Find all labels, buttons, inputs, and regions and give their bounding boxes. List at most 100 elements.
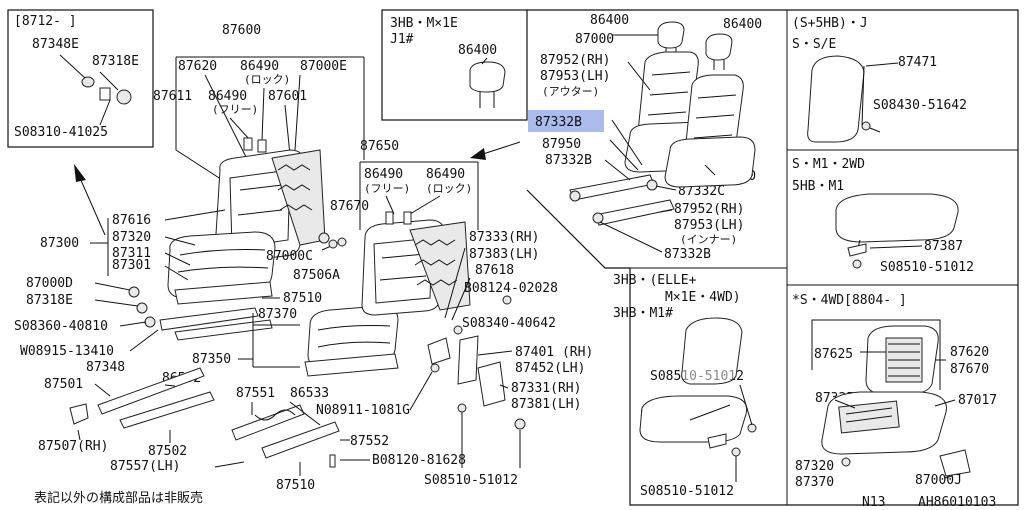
arrow-to-right-icon bbox=[470, 141, 521, 160]
label-08510-51012-a: S08510-51012 bbox=[880, 260, 974, 275]
headrest-inset-part bbox=[469, 57, 506, 108]
label-87332b-highlight: 87332B bbox=[535, 115, 582, 130]
label-87601: 87601 bbox=[268, 89, 307, 104]
label-87332c: 87332C bbox=[678, 184, 725, 199]
label-87000: 87000 bbox=[575, 32, 614, 47]
label-87471: 87471 bbox=[898, 55, 937, 70]
footer-note: 表記以外の構成部品は非販売 bbox=[34, 490, 203, 506]
leader-lines-center bbox=[238, 241, 341, 368]
label-87600: 87600 bbox=[222, 23, 261, 38]
center-cushion-part bbox=[304, 232, 399, 377]
label-08360-40810: S08360-40810 bbox=[14, 319, 108, 334]
label-87950: 87950 bbox=[542, 137, 581, 152]
label-87381-lh: 87381(LH) bbox=[511, 397, 581, 412]
label-mx1e-4wd: M×1E・4WD) bbox=[665, 290, 741, 305]
label-87650: 87650 bbox=[360, 139, 399, 154]
label-87311: 87311 bbox=[112, 246, 151, 261]
label-rock-1: (ロック) bbox=[244, 73, 290, 86]
label-87017: 87017 bbox=[958, 393, 997, 408]
label-87333-rh: 87333(RH) bbox=[469, 230, 539, 245]
cushion-cover-part bbox=[835, 193, 959, 269]
leader-lines-87600 bbox=[175, 56, 365, 186]
elle-cover-part bbox=[639, 317, 757, 482]
label-87348: 87348 bbox=[86, 360, 125, 375]
inset-box-3hb-m1e-j1 bbox=[381, 9, 528, 121]
label-87332b-c: 87332B bbox=[664, 247, 711, 262]
recliner-parts bbox=[409, 247, 526, 468]
label-87348e: 87348E bbox=[32, 37, 79, 52]
label-87000e: 87000E bbox=[300, 59, 347, 74]
label-free-1: (フリー) bbox=[212, 103, 258, 116]
label-87510: 87510 bbox=[283, 291, 322, 306]
label-87618: 87618 bbox=[475, 263, 514, 278]
label-87952-rh: 87952(RH) bbox=[540, 53, 610, 68]
label-08340-40642: S08340-40642 bbox=[462, 316, 556, 331]
4wd-seat-part bbox=[811, 319, 971, 479]
label-87616: 87616 bbox=[112, 213, 151, 228]
label-87501: 87501 bbox=[44, 377, 83, 392]
seatback-cover-part bbox=[807, 55, 899, 143]
label-87670: 87670 bbox=[330, 199, 369, 214]
right-panels-frame bbox=[526, 9, 1019, 506]
label-87000d: 87000D bbox=[26, 276, 73, 291]
label-87452-lh: 87452(LH) bbox=[515, 361, 585, 376]
label-87510-lower: 87510 bbox=[276, 478, 315, 493]
leader-lines-87650 bbox=[359, 161, 479, 230]
label-87952-rh-b: 87952(RH) bbox=[674, 202, 744, 217]
center-rails-part bbox=[231, 401, 370, 476]
label-87670-b: 87670 bbox=[950, 362, 989, 377]
label-3hb-m1: 3HB・M1# bbox=[613, 306, 673, 321]
label-87000j: 87000J bbox=[915, 473, 962, 488]
label-87611: 87611 bbox=[153, 89, 192, 104]
label-free-2: (フリー) bbox=[364, 182, 410, 195]
label-87300: 87300 bbox=[40, 236, 79, 251]
arrow-to-inset-icon bbox=[74, 164, 106, 236]
label-87320-b: 87320 bbox=[795, 459, 834, 474]
label-86490-a: 86490 bbox=[240, 59, 279, 74]
label-86400-inset: 86400 bbox=[458, 43, 497, 58]
label-s-m1-2wd: S・M1・2WD bbox=[792, 157, 865, 172]
fasteners-left bbox=[94, 282, 159, 352]
label-87332b-b: 87332B bbox=[545, 153, 592, 168]
label-08911-1081g: N08911-1081G bbox=[316, 403, 410, 418]
diagram-code: AH86010103 bbox=[918, 495, 996, 510]
label-87507-rh: 87507(RH) bbox=[38, 439, 108, 454]
label-86490-d: 86490 bbox=[426, 167, 465, 182]
label-87552: 87552 bbox=[350, 434, 389, 449]
label-s-4wd-8804: *S・4WD[8804- ] bbox=[792, 293, 907, 308]
label-87331-rh: 87331(RH) bbox=[511, 381, 581, 396]
label-08510-51012-d: S08510-51012 bbox=[640, 484, 734, 499]
label-86490-c: 86490 bbox=[364, 167, 403, 182]
label-87625: 87625 bbox=[814, 347, 853, 362]
label-87370-b: 87370 bbox=[795, 475, 834, 490]
label-87401-rh: 87401 (RH) bbox=[515, 345, 593, 360]
label-08124-02028: B08124-02028 bbox=[464, 281, 558, 296]
label-87318e-top: 87318E bbox=[92, 54, 139, 69]
label-86533: 86533 bbox=[290, 386, 329, 401]
label-inner: (インナー) bbox=[680, 233, 737, 246]
label-87551: 87551 bbox=[236, 386, 275, 401]
label-86490-b: 86490 bbox=[208, 89, 247, 104]
label-rock-2: (ロック) bbox=[426, 182, 472, 195]
label-87370: 87370 bbox=[258, 307, 297, 322]
label-08430-51642: S08430-51642 bbox=[873, 98, 967, 113]
label-j1: J1# bbox=[390, 32, 414, 47]
label-87557-lh: 87557(LH) bbox=[110, 459, 180, 474]
label-87350: 87350 bbox=[192, 352, 231, 367]
label-87301: 87301 bbox=[112, 258, 151, 273]
label-87502: 87502 bbox=[148, 444, 187, 459]
label-87506a: 87506A bbox=[293, 268, 340, 283]
leader-lines-87300 bbox=[90, 209, 226, 281]
clip-part-icon bbox=[59, 54, 132, 126]
label-3hb-elle: 3HB・(ELLE+ bbox=[613, 273, 697, 288]
leader-lines-lower-left bbox=[77, 429, 245, 468]
label-87387: 87387 bbox=[924, 239, 963, 254]
label-outer: (アウター) bbox=[542, 85, 599, 98]
left-rails-part bbox=[69, 307, 273, 429]
label-87620-b: 87620 bbox=[950, 345, 989, 360]
highlight-87332b bbox=[528, 110, 604, 132]
label-87320: 87320 bbox=[112, 230, 151, 245]
label-s-se: S・S/E bbox=[792, 37, 836, 52]
label-87318e: 87318E bbox=[26, 293, 73, 308]
